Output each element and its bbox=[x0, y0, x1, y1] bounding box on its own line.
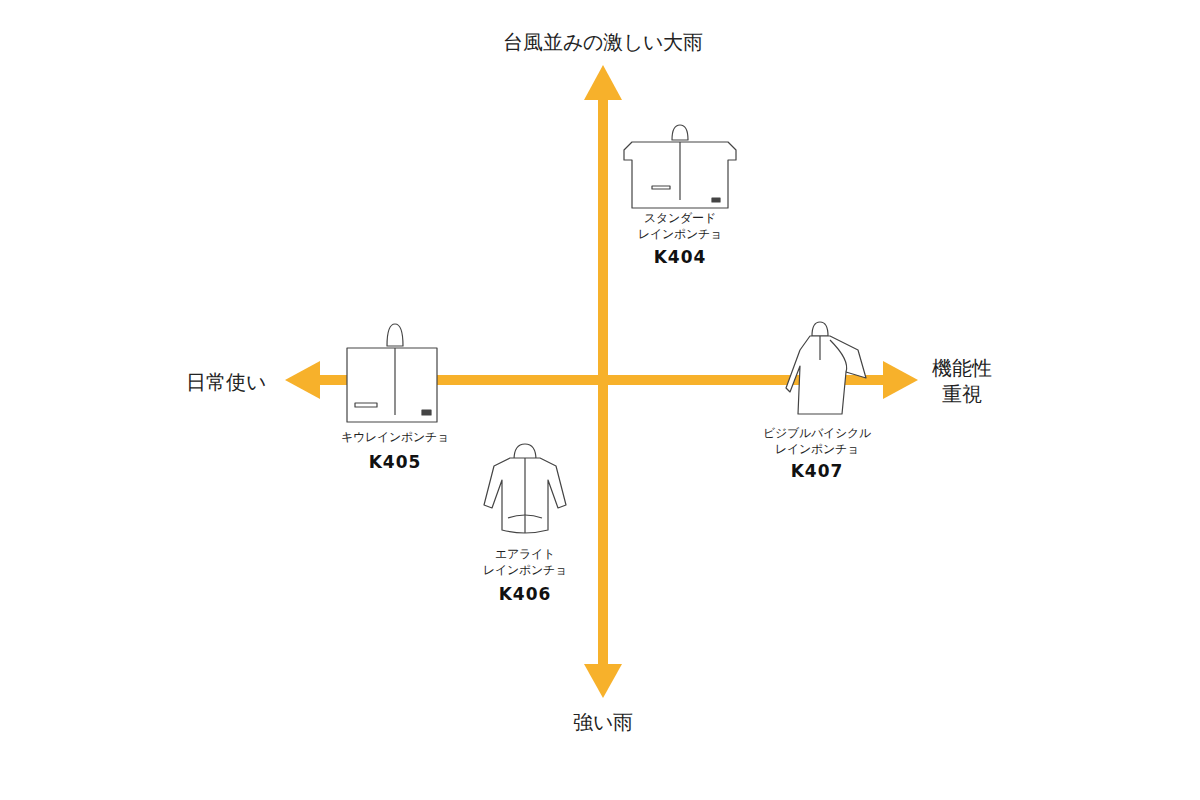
product-code: K405 bbox=[355, 451, 435, 473]
product-code: K406 bbox=[485, 583, 565, 605]
axes bbox=[285, 65, 918, 698]
product-name: エアライト レインポンチョ bbox=[470, 547, 580, 578]
poncho-illustrations bbox=[347, 125, 866, 533]
product-name: キウレインポンチョ bbox=[320, 430, 470, 446]
product-name: ビジブルバイシクル レインポンチョ bbox=[742, 426, 892, 457]
axis-label: 日常使い bbox=[166, 369, 286, 395]
product-name: スタンダード レインポンチョ bbox=[625, 211, 735, 242]
axis-label: 台風並みの激しい大雨 bbox=[443, 29, 763, 55]
product-code: K407 bbox=[777, 460, 857, 482]
product-code: K404 bbox=[640, 246, 720, 268]
axis-label: 強い雨 bbox=[503, 709, 703, 735]
axis-label: 機能性 重視 bbox=[924, 355, 1000, 407]
